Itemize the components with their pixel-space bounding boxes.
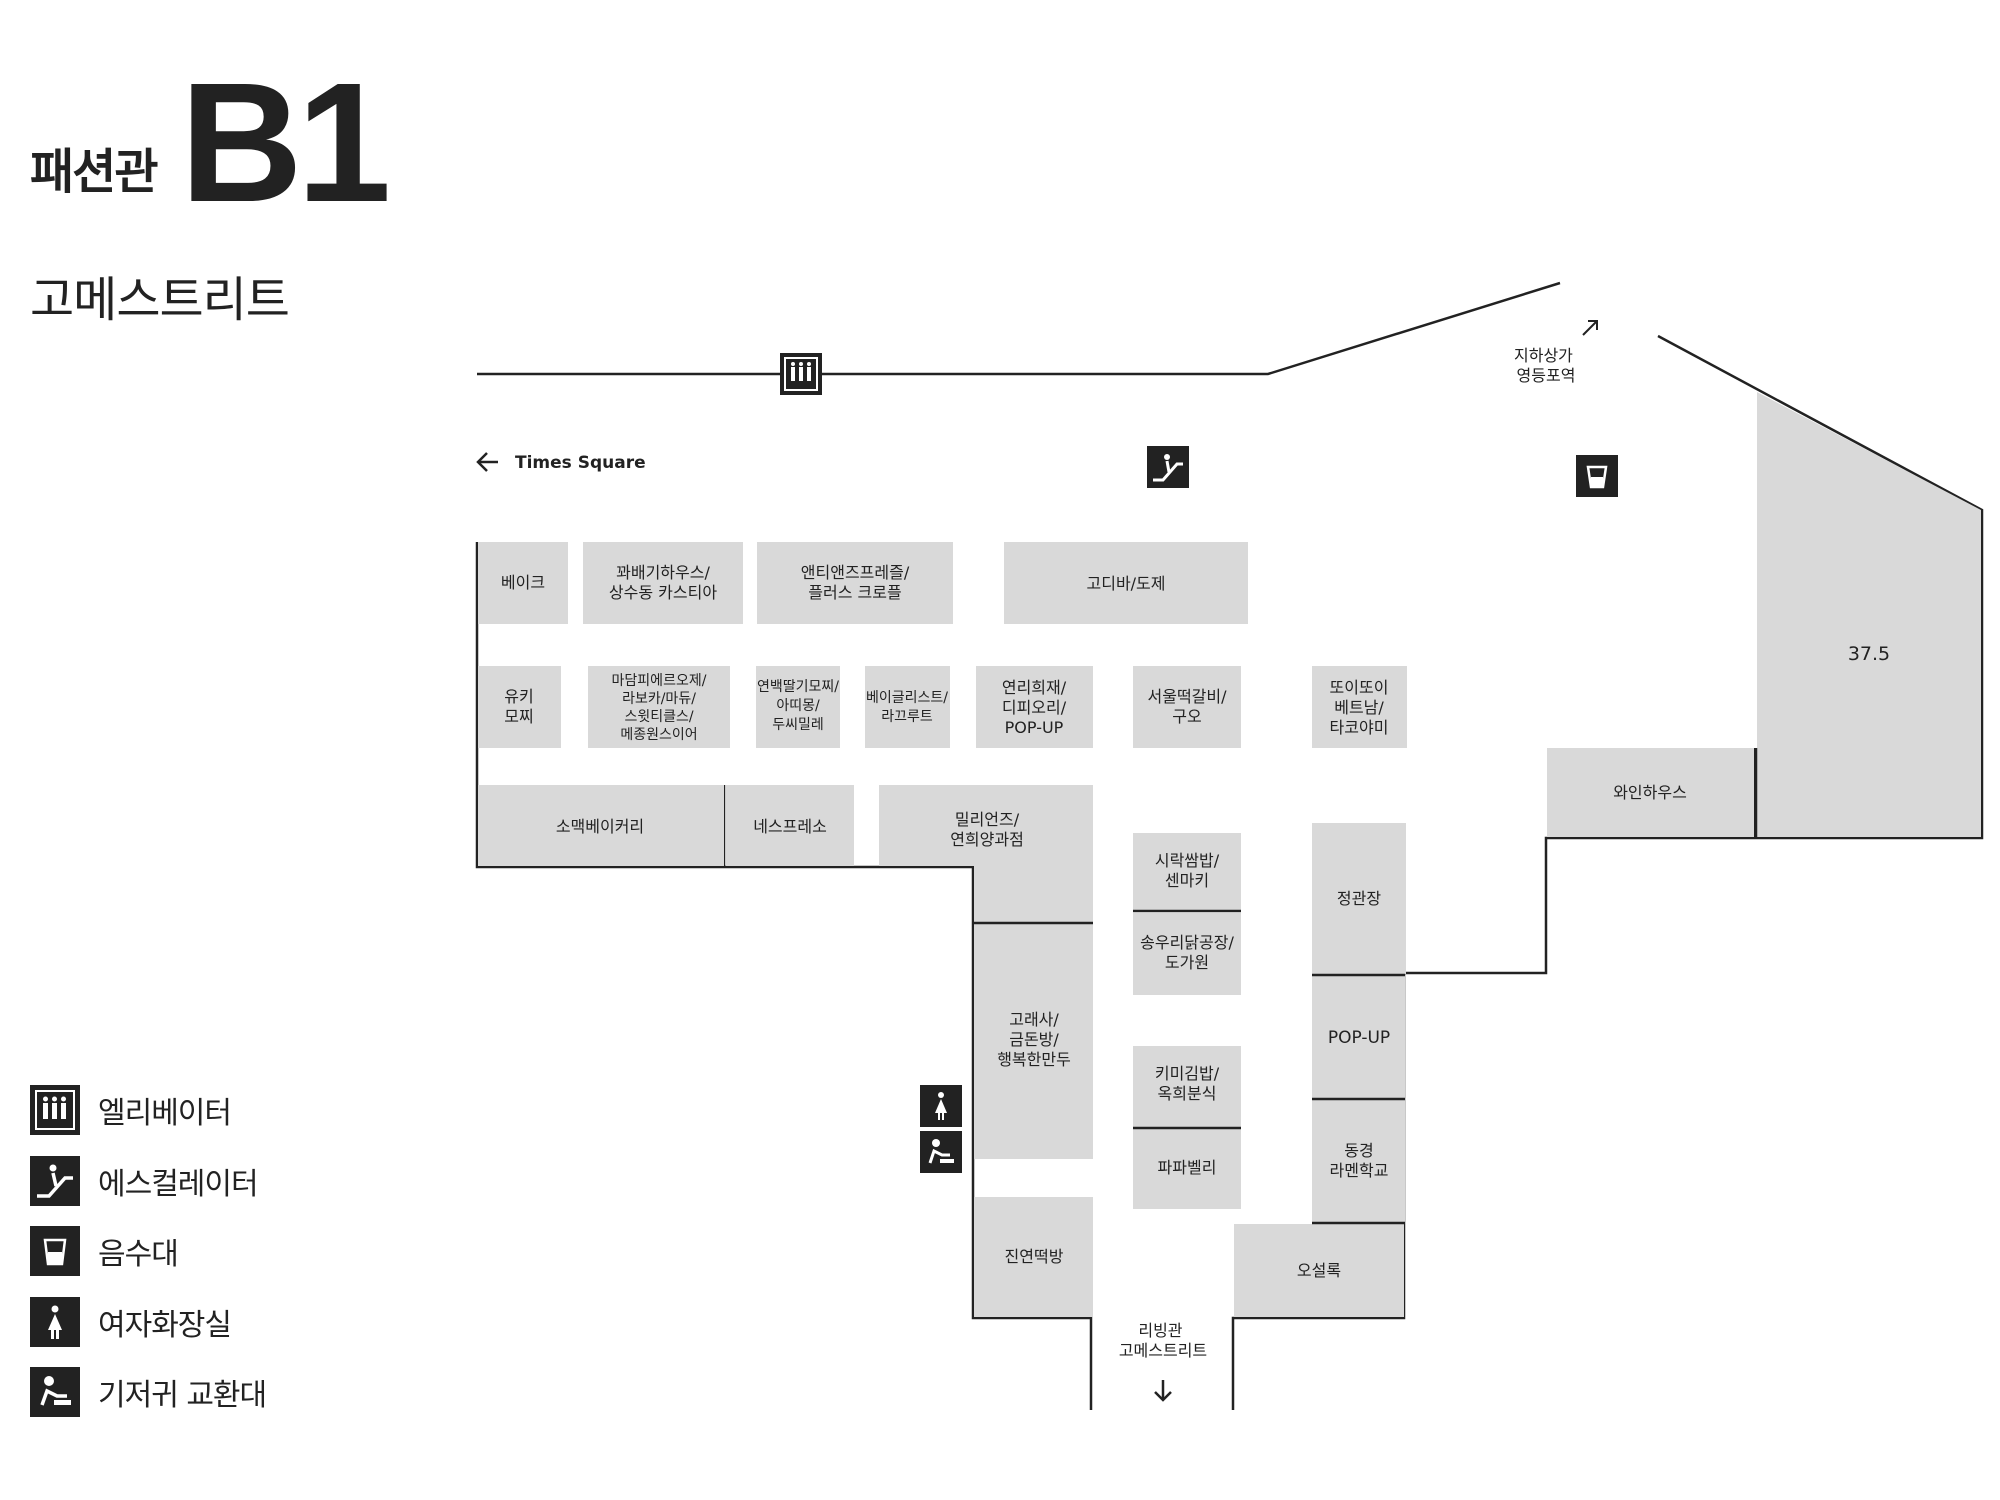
living-label: 리빙관 고메스트리트	[1119, 1321, 1207, 1360]
store-yeonbaek[interactable]	[756, 666, 840, 748]
legend-womens-restroom: 여자화장실	[30, 1297, 232, 1347]
label-sirak: 시락쌈밥/센마키	[1155, 851, 1220, 890]
store-godiva[interactable]	[1004, 542, 1248, 624]
map-diaper-changing-icon[interactable]	[920, 1131, 962, 1173]
label-bakelist: 베이글리스트/라끄루트	[866, 690, 948, 725]
label-anti: 앤티앤즈프레즐/플러스 크로플	[801, 563, 910, 602]
womens-restroom-icon	[30, 1297, 80, 1347]
store-375[interactable]	[1757, 392, 1981, 837]
elevator-icon	[30, 1085, 80, 1135]
label-nespresso: 네스프레소	[753, 817, 827, 836]
floor-title: B1	[180, 48, 391, 238]
legend-diaper-changing: 기저귀 교환대	[30, 1367, 267, 1417]
up-right-arrow-icon	[1582, 320, 1598, 336]
map-womens-restroom-icon[interactable]	[920, 1085, 962, 1127]
label-jeonggwanjang: 정관장	[1337, 889, 1381, 908]
down-arrow-icon	[1154, 1380, 1172, 1402]
label-somaek: 소맥베이커리	[556, 817, 644, 836]
label-millions: 밀리언즈/연희양과점	[950, 810, 1024, 849]
map-escalator-icon[interactable]	[1147, 446, 1189, 488]
direction-underground[interactable]: 지하상가 영등포역	[1514, 320, 1598, 385]
store-millions[interactable]	[879, 785, 1093, 866]
escalator-icon	[30, 1156, 80, 1206]
zone-title: 고메스트리트	[30, 272, 290, 328]
store-donggyeong[interactable]	[1312, 1100, 1405, 1222]
legend-escalator: 에스컬레이터	[30, 1156, 259, 1206]
label-papa: 파파벨리	[1158, 1158, 1217, 1177]
store-gorae[interactable]	[974, 924, 1093, 1159]
label-bake: 베이크	[501, 573, 545, 592]
store-popup2[interactable]	[1312, 976, 1405, 1098]
map-water-fountain-icon[interactable]	[1576, 455, 1618, 497]
label-madame: 마담피에르오제/라보카/마듀/스윗티클스/메종원스이어	[612, 673, 707, 743]
legend-elevator-label: 엘리베이터	[98, 1096, 232, 1131]
underground-label: 지하상가 영등포역	[1514, 346, 1578, 385]
legend-water-fountain-label: 음수대	[98, 1237, 179, 1272]
store-labels: 베이크 꽈배기하우스/상수동 카스티아 앤티앤즈프레즐/플러스 크로플 고디바/…	[501, 563, 1890, 1280]
label-songuri: 송우리닭공장/도가원	[1140, 933, 1234, 972]
store-jeonggwanjang[interactable]	[1312, 823, 1406, 974]
store-ttoi[interactable]	[1312, 666, 1407, 748]
label-yeonbaek: 연백딸기모찌/아띠몽/두씨밀레	[757, 679, 839, 733]
label-yeonri: 연리희재/디피오리/POP-UP	[1002, 678, 1067, 737]
store-somaek[interactable]	[478, 785, 724, 866]
store-songuri[interactable]	[1133, 913, 1241, 995]
label-wine: 와인하우스	[1613, 783, 1687, 802]
store-sirak[interactable]	[1133, 833, 1241, 910]
diaper-changing-icon	[30, 1367, 80, 1417]
label-gorae: 고래사/금돈방/행복한만두	[997, 1010, 1071, 1069]
store-kkwabaegi[interactable]	[583, 542, 743, 624]
store-yuki[interactable]	[478, 666, 561, 748]
left-arrow-icon	[476, 452, 498, 472]
legend-elevator: 엘리베이터	[30, 1085, 232, 1135]
direction-times-square[interactable]: Times Square	[476, 452, 646, 473]
store-madame[interactable]	[588, 666, 730, 748]
store-dividers	[973, 748, 1758, 1225]
map-elevator-icon[interactable]	[780, 353, 822, 395]
store-yeonri[interactable]	[976, 666, 1093, 748]
label-godiva: 고디바/도제	[1087, 574, 1166, 593]
times-square-label: Times Square	[515, 453, 646, 473]
legend-diaper-changing-label: 기저귀 교환대	[98, 1378, 267, 1413]
store-nespresso[interactable]	[726, 785, 854, 866]
store-seoul[interactable]	[1133, 666, 1241, 748]
store-jinyeon[interactable]	[974, 1197, 1093, 1317]
store-bake[interactable]	[478, 542, 568, 624]
direction-living[interactable]: 리빙관 고메스트리트	[1119, 1321, 1207, 1402]
label-kimi: 키미김밥/옥희분식	[1155, 1064, 1220, 1103]
store-bakelist[interactable]	[865, 666, 950, 748]
legend-escalator-label: 에스컬레이터	[98, 1167, 259, 1202]
label-jinyeon: 진연떡방	[1005, 1247, 1064, 1266]
building-title: 패션관	[30, 144, 158, 200]
legend-water-fountain: 음수대	[30, 1226, 179, 1276]
store-oseol[interactable]	[1234, 1224, 1404, 1317]
water-fountain-icon	[30, 1226, 80, 1276]
label-seoul: 서울떡갈비/구오	[1148, 687, 1228, 726]
label-375: 37.5	[1848, 643, 1890, 665]
label-oseol: 오설록	[1297, 1261, 1341, 1280]
legend-womens-restroom-label: 여자화장실	[98, 1308, 232, 1343]
store-wine[interactable]	[1547, 748, 1754, 837]
store-anti[interactable]	[757, 542, 953, 624]
store-papa[interactable]	[1133, 1129, 1241, 1209]
store-millions-ext	[974, 866, 1093, 922]
label-popup2: POP-UP	[1328, 1028, 1390, 1048]
label-kkwabaegi: 꽈배기하우스/상수동 카스티아	[609, 563, 717, 602]
store-blocks	[478, 392, 1981, 1317]
store-kimi[interactable]	[1133, 1046, 1241, 1127]
